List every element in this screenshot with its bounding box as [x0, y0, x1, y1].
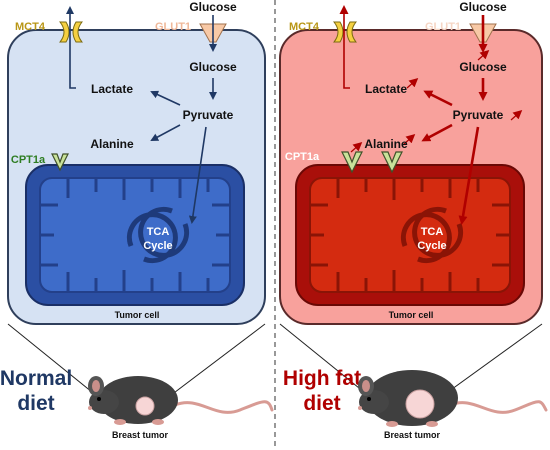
increase-arrow-glucose — [477, 50, 490, 61]
glucose-extracellular-label: Glucose — [189, 0, 237, 14]
arrow-pyruvate-to-tca — [458, 126, 480, 225]
arrow-lactate-export — [339, 5, 350, 89]
diet-title-line1: High fat — [283, 367, 361, 390]
breast-tumor-marker — [135, 396, 155, 416]
mct4-label: MCT4 — [289, 21, 320, 33]
normal-mouse-illustration — [88, 376, 274, 425]
pyruvate-label: Pyruvate — [453, 108, 504, 122]
tca-label-line2: Cycle — [143, 240, 172, 252]
normal-mitochondrion — [25, 164, 245, 306]
mct4-transporter-icon — [58, 21, 84, 43]
diet-title-line1: Normal — [0, 367, 72, 390]
cpt1a-label: CPT1a — [11, 154, 46, 166]
pyruvate-label: Pyruvate — [183, 108, 234, 122]
tca-label-line1: TCA — [421, 226, 444, 238]
breast-tumor-label: Breast tumor — [384, 430, 441, 440]
alanine-label: Alanine — [90, 137, 134, 151]
lactate-label: Lactate — [365, 82, 407, 96]
arrow-pyruvate-to-alanine — [150, 124, 181, 141]
cpt1a-label: CPT1a — [285, 151, 320, 163]
diet-title-line2: diet — [17, 392, 54, 415]
diet-title-line2: diet — [303, 392, 340, 415]
alanine-label: Alanine — [364, 137, 408, 151]
high-fat-diet-panel: Glucose Glucose Pyruvate Lactate Alanine… — [279, 0, 548, 440]
breast-tumor-marker — [405, 389, 435, 419]
tumor-cell-label: Tumor cell — [389, 310, 434, 320]
lactate-label: Lactate — [91, 82, 133, 96]
cpt1a-transporter-icon — [341, 151, 403, 174]
arrow-pyruvate-to-tca — [188, 126, 207, 224]
arrow-lactate-export — [66, 6, 76, 89]
arrow-pyruvate-to-alanine — [421, 123, 453, 142]
hfd-mitochondrion — [295, 164, 525, 306]
tca-label-line1: TCA — [147, 226, 170, 238]
tca-label-line2: Cycle — [417, 240, 446, 252]
glucose-intracellular-label: Glucose — [189, 60, 237, 74]
mct4-label: MCT4 — [15, 21, 46, 33]
glucose-intracellular-label: Glucose — [459, 60, 507, 74]
breast-tumor-label: Breast tumor — [112, 430, 169, 440]
arrow-pyruvate-to-lactate — [150, 90, 181, 106]
tumor-cell-label: Tumor cell — [115, 310, 160, 320]
increase-arrow-pyruvate — [510, 110, 523, 121]
glut1-label: GLUT1 — [155, 21, 191, 33]
cpt1a-transporter-icon — [51, 153, 69, 172]
increase-arrow-alanine — [403, 134, 416, 145]
increase-arrow-cpt1a — [350, 142, 363, 153]
zoom-line-right — [157, 323, 266, 406]
hfd-mouse-illustration — [358, 370, 548, 427]
arrow-pyruvate-to-lactate — [423, 90, 453, 107]
increase-arrow-lactate — [406, 78, 419, 89]
glucose-extracellular-label: Glucose — [459, 0, 507, 14]
mct4-transporter-icon — [332, 21, 358, 43]
normal-diet-panel: Glucose Glucose Pyruvate Lactate Alanine… — [0, 0, 274, 440]
glut1-label: GLUT1 — [425, 21, 461, 33]
